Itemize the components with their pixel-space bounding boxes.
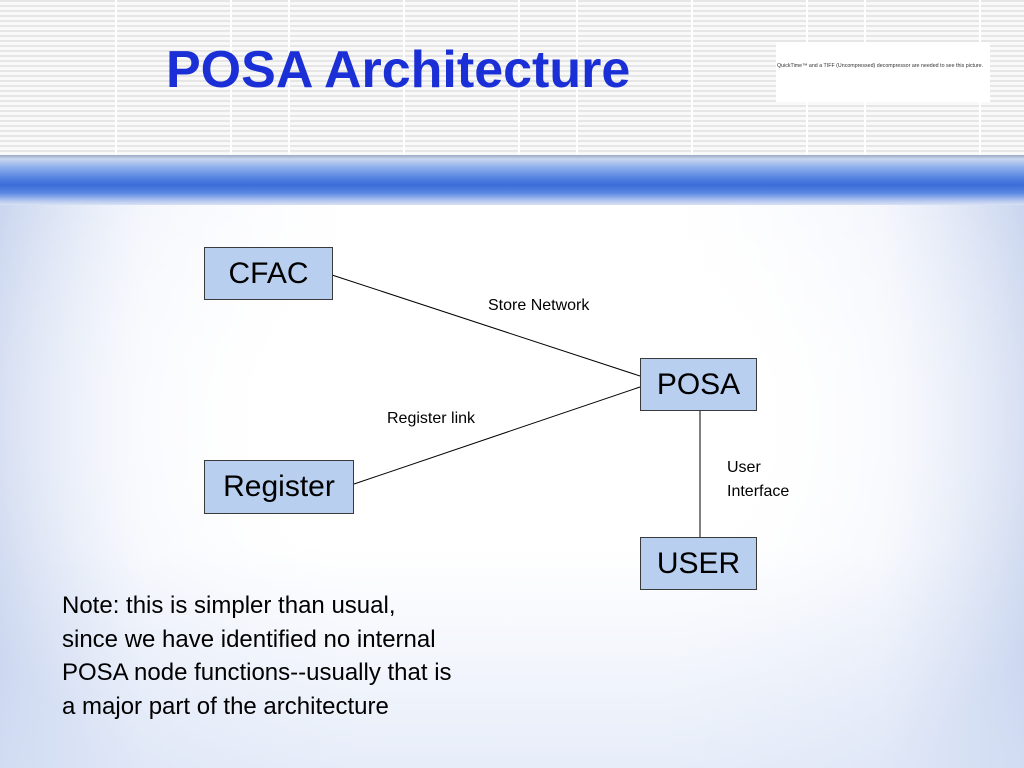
node-register: Register <box>204 460 354 514</box>
label-register-link: Register link <box>387 410 476 427</box>
header-blue-bar <box>0 155 1024 205</box>
label-store-network: Store Network <box>488 297 590 314</box>
node-user: USER <box>640 537 757 590</box>
note-line: a major part of the architecture <box>62 692 389 720</box>
node-posa: POSA <box>640 358 757 411</box>
note-text: Note: this is simpler than usual, since … <box>62 589 542 723</box>
missing-picture-text: QuickTime™ and a TIFF (Uncompressed) dec… <box>777 63 984 69</box>
note-line: since we have identified no internal <box>62 625 436 653</box>
missing-picture-placeholder: QuickTime™ and a TIFF (Uncompressed) dec… <box>776 42 990 102</box>
node-cfac: CFAC <box>204 247 333 300</box>
slide-title: POSA Architecture <box>166 41 631 99</box>
store-network-connector <box>331 274 641 377</box>
note-line: Note: this is simpler than usual, <box>62 592 396 619</box>
note-line: POSA node functions--usually that is <box>62 659 452 686</box>
register-link-connector <box>353 386 641 485</box>
label-user-interface-line1: User <box>727 459 761 476</box>
label-user-interface-line2: Interface <box>727 483 790 500</box>
